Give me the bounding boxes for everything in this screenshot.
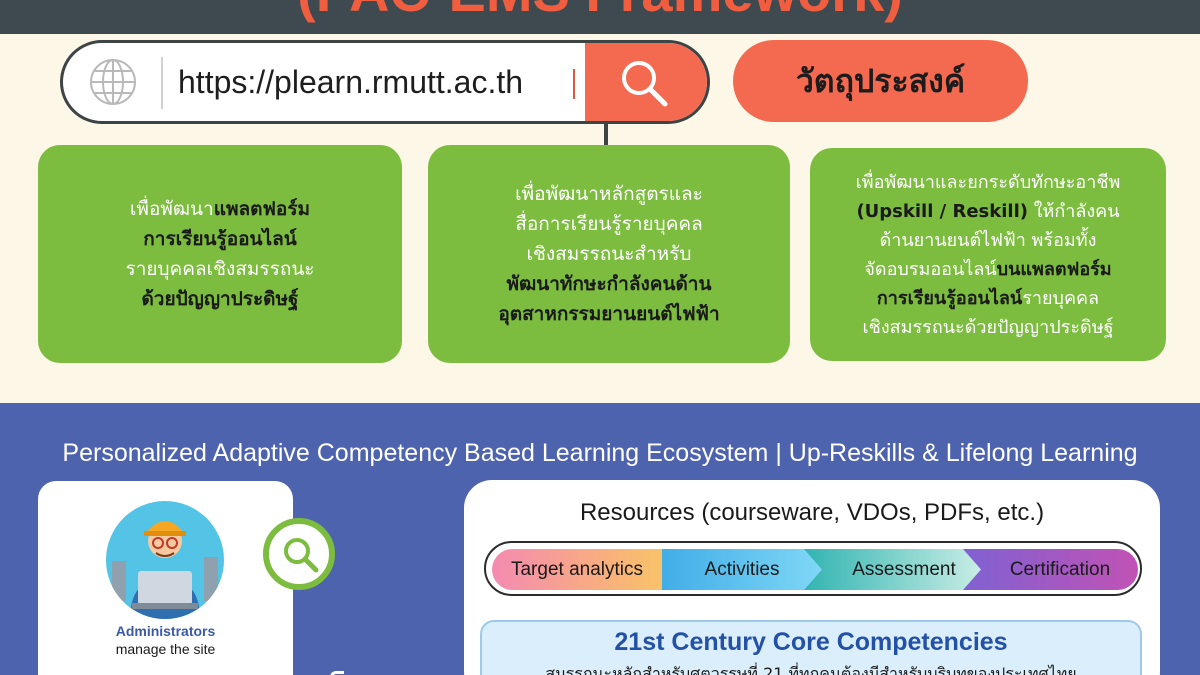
- goal-line: เพื่อพัฒนาและยกระดับทักษะอาชีพ: [855, 171, 1121, 193]
- goal-line: เชิงสมรรถนะสำหรับ: [526, 243, 692, 265]
- goal-line: การเรียนรู้ออนไลน์รายบุคคล: [876, 287, 1100, 309]
- page-title: (PAC-EMS Framework): [0, 0, 1200, 24]
- url-search-bar[interactable]: https://plearn.rmutt.ac.th: [60, 40, 710, 124]
- goal-line: สื่อการเรียนรู้รายบุคคล: [515, 213, 703, 235]
- goal-line: ด้านยานยนต์ไฟฟ้า พร้อมทั้ง: [879, 229, 1097, 251]
- search-divider: [161, 57, 163, 109]
- goal-line: เพื่อพัฒนาหลักสูตรและ: [515, 183, 703, 205]
- goal-card-curriculum: เพื่อพัฒนาหลักสูตรและ สื่อการเรียนรู้ราย…: [428, 145, 790, 363]
- step-assessment[interactable]: Assessment: [801, 549, 981, 590]
- goal-line: รายบุคคลเชิงสมรรถนะ: [125, 258, 315, 280]
- search-icon: [622, 61, 668, 107]
- core-competencies-box: 21st Century Core Competencies สมรรถนะหล…: [480, 620, 1142, 675]
- goal-card-platform: เพื่อพัฒนาแพลตฟอร์ม การเรียนรู้ออนไลน์ ร…: [38, 145, 402, 363]
- resource-steps: Target analytics Activities Assessment C…: [484, 541, 1142, 596]
- goal-line: ด้วยปัญญาประดิษฐ์: [141, 288, 299, 310]
- magnifier-badge: [263, 518, 335, 590]
- search-button[interactable]: [585, 43, 707, 121]
- admin-title: Administrators: [115, 623, 216, 639]
- goal-line: พัฒนาทักษะกำลังคนด้าน: [506, 273, 712, 295]
- admin-subtitle: manage the site: [115, 641, 216, 657]
- core-competencies-subtitle: สมรรถนะหลักสำหรับศตวรรษที่ 21 ที่ทุกคนต้…: [545, 664, 1077, 675]
- text-caret: [573, 69, 575, 99]
- goal-line: อุตสาหกรรมยานยนต์ไฟฟ้า: [498, 303, 720, 325]
- resources-title: Resources (courseware, VDOs, PDFs, etc.): [579, 499, 1045, 526]
- goal-card-upskill: เพื่อพัฒนาและยกระดับทักษะอาชีพ (Upskill …: [810, 148, 1166, 361]
- step-target-analytics[interactable]: Target analytics: [492, 549, 662, 590]
- goal-line: (Upskill / Reskill) ให้กำลังคน: [856, 200, 1120, 222]
- url-text[interactable]: https://plearn.rmutt.ac.th: [178, 64, 524, 100]
- objective-label: วัตถุประสงค์: [733, 40, 1028, 122]
- core-competencies-title: 21st Century Core Competencies: [614, 628, 1008, 656]
- admin-avatar: [106, 501, 224, 619]
- goal-line: การเรียนรู้ออนไลน์: [143, 228, 297, 250]
- header-band: (PAC-EMS Framework): [0, 0, 1200, 34]
- admin-card: Administrators manage the site: [38, 481, 293, 675]
- step-certification[interactable]: Certification: [956, 549, 1138, 590]
- step-activities[interactable]: Activities: [642, 549, 822, 590]
- resources-card: Resources (courseware, VDOs, PDFs, etc.)…: [464, 480, 1160, 675]
- goal-line: เชิงสมรรถนะด้วยปัญญาประดิษฐ์: [862, 316, 1114, 338]
- magnifier-icon: [284, 538, 319, 573]
- goal-line: เพื่อพัฒนาแพลตฟอร์ม: [129, 198, 311, 220]
- search-connector: [604, 124, 608, 148]
- ecosystem-title: Personalized Adaptive Competency Based L…: [62, 439, 1138, 467]
- goal-line: จัดอบรมออนไลน์บนแพลตฟอร์ม: [864, 258, 1112, 280]
- globe-icon: [90, 59, 136, 105]
- arrow-fragment: [330, 671, 344, 675]
- ecosystem-section: Personalized Adaptive Competency Based L…: [0, 403, 1200, 675]
